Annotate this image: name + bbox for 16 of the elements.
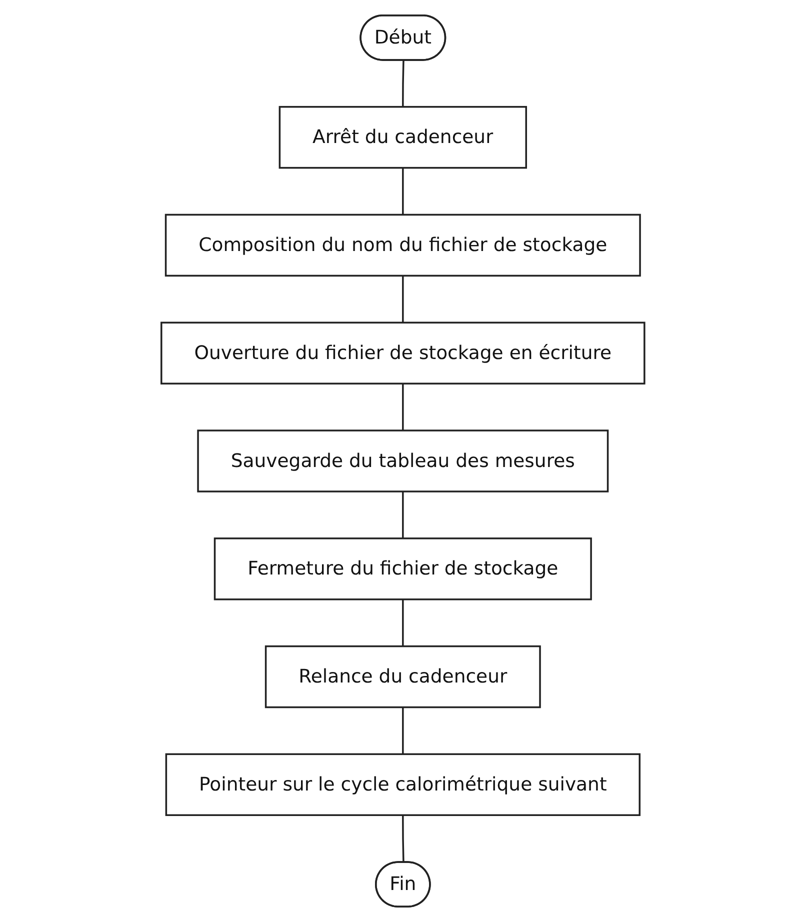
connector bbox=[402, 491, 404, 538]
connector bbox=[402, 707, 404, 754]
flowchart: Début Arrêt du cadenceur Composition du nom du fichier de stockage Ouverture du fichier de stockage en écriture Sauvegarde du tableau des mesures Fermeture du fichier de stockage Relance du cadenceur Pointeur sur le cycle calorimétrique suivant Fin bbox=[152, 6, 654, 916]
connector bbox=[402, 815, 404, 863]
node-box bbox=[196, 430, 608, 492]
connector bbox=[402, 168, 404, 215]
node-box bbox=[160, 322, 645, 384]
connector bbox=[402, 599, 404, 646]
node-box bbox=[164, 214, 640, 277]
node-box bbox=[264, 645, 540, 708]
connector bbox=[402, 60, 404, 107]
connector bbox=[402, 276, 404, 323]
node-box bbox=[213, 538, 592, 600]
node-box bbox=[164, 753, 640, 816]
connector bbox=[402, 384, 404, 430]
node-box bbox=[278, 106, 527, 169]
